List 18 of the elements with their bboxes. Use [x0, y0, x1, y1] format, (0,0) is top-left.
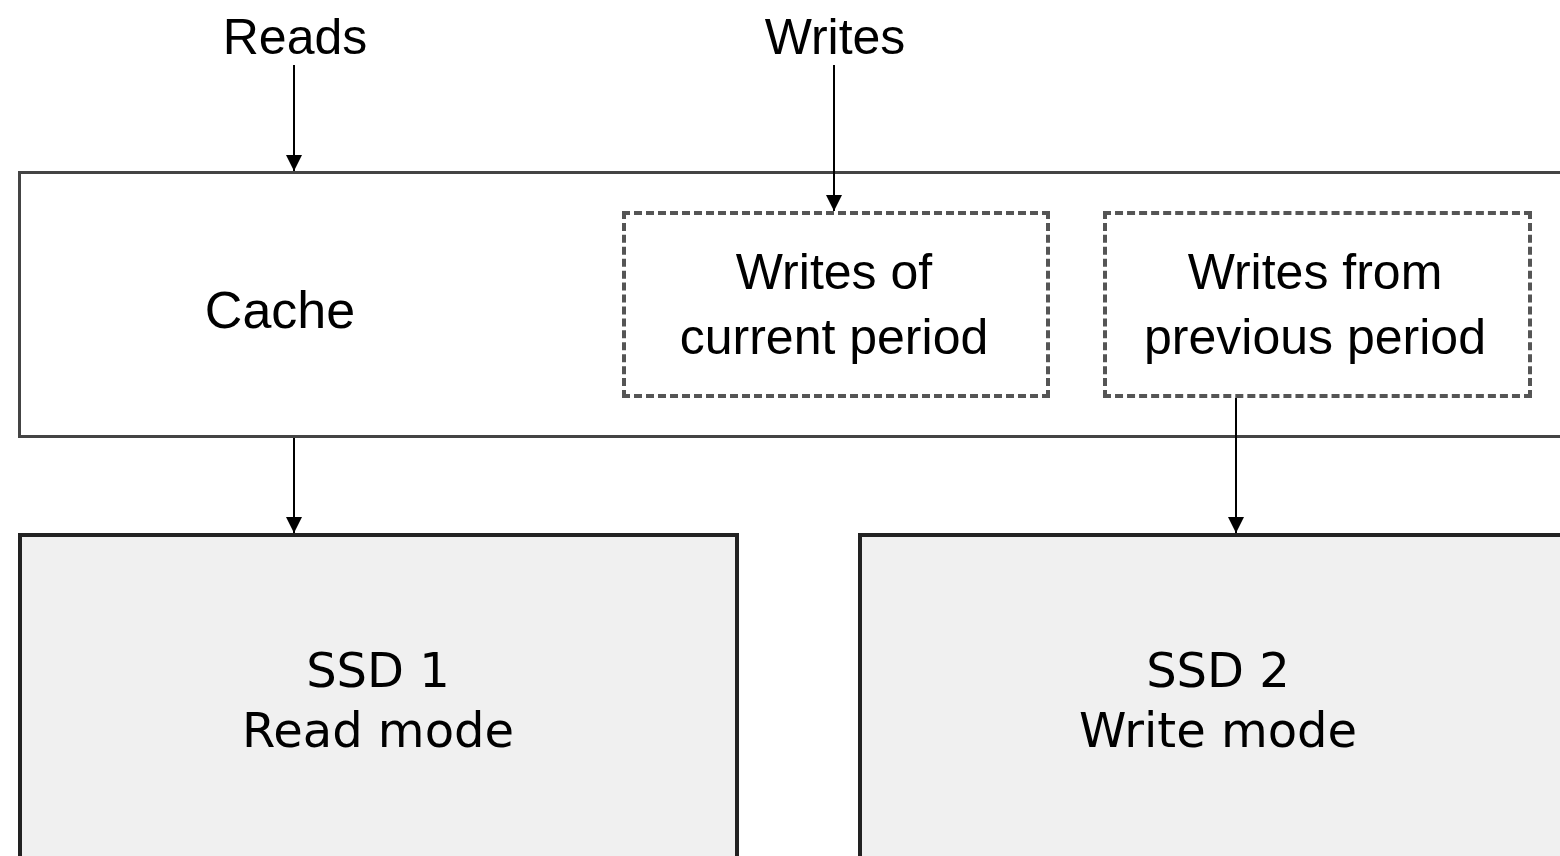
arrow — [286, 64, 302, 172]
drive-name: SSD 1 — [306, 640, 450, 700]
input-label: Writes — [764, 7, 906, 67]
mode-label: Write mode — [1078, 700, 1358, 760]
input-label: Reads — [222, 7, 368, 67]
mode-label: Read mode — [242, 700, 514, 760]
arrow — [826, 64, 842, 212]
box-label: Writes from previous period — [1143, 243, 1487, 367]
arrow — [286, 437, 302, 534]
box-label: Cache — [204, 280, 356, 342]
ssd-box — [858, 533, 1560, 856]
ssd-box — [18, 533, 739, 856]
arrow — [1228, 397, 1244, 534]
drive-name: SSD 2 — [1146, 640, 1290, 700]
dashed-region-box — [622, 211, 1050, 398]
cache-box — [18, 171, 1560, 438]
box-label: Writes of current period — [678, 243, 990, 367]
dashed-region-box — [1103, 211, 1532, 398]
